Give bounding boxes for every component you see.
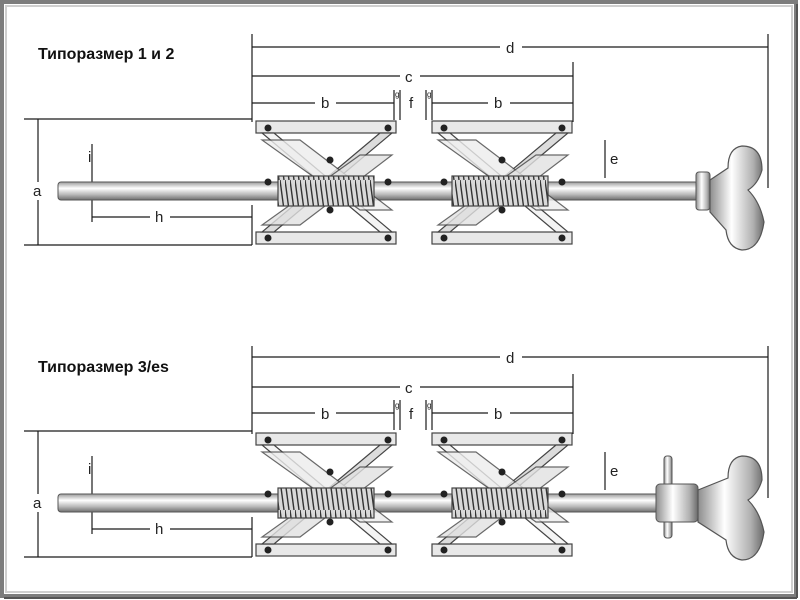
screw-nut-2 <box>655 483 699 523</box>
dim-label-e: e <box>610 463 618 480</box>
dim-label-f: f <box>409 406 414 423</box>
handle-collar-1 <box>695 171 711 211</box>
pipe-rod-1 <box>57 181 699 201</box>
dim-label-a: a <box>33 183 42 200</box>
dim-label-g-right: g <box>427 90 431 99</box>
dim-label-b-right: b <box>494 95 502 112</box>
right-clamp-2 <box>431 432 573 557</box>
left-clamp-1 <box>255 120 397 245</box>
dim-label-g-left: g <box>395 90 399 99</box>
dim-label-i: i <box>88 461 91 478</box>
dim-label-d: d <box>506 350 514 367</box>
star-knob-1 <box>709 145 765 251</box>
dim-label-e: e <box>610 151 618 168</box>
dim-label-h: h <box>155 521 163 538</box>
dimension-lines-1 <box>24 34 769 246</box>
dim-label-g-right: g <box>427 401 431 410</box>
dim-label-a: a <box>33 495 42 512</box>
dim-label-i: i <box>88 149 91 166</box>
diagram-2: d c b b f g g a i h e <box>24 346 769 561</box>
dim-label-c: c <box>405 380 413 397</box>
dim-label-b-right: b <box>494 406 502 423</box>
dim-label-b-left: b <box>321 95 329 112</box>
pivot-pins-2 <box>264 436 566 554</box>
dim-label-g-left: g <box>395 401 399 410</box>
dimension-lines-2 <box>24 346 769 558</box>
inner-frame <box>5 5 793 593</box>
dim-label-h: h <box>155 209 163 226</box>
dim-label-c: c <box>405 69 413 86</box>
star-knob-2 <box>697 455 765 561</box>
diagram-title-1: Типоразмер 1 и 2 <box>38 46 175 63</box>
dim-label-f: f <box>409 95 414 112</box>
diagram-1: d c b b f g g a i h e <box>24 34 769 251</box>
dim-label-d: d <box>506 40 514 57</box>
pivot-pins-1 <box>264 124 566 242</box>
left-clamp-2 <box>255 432 397 557</box>
dim-label-b-left: b <box>321 406 329 423</box>
pipe-rod-2 <box>57 493 699 513</box>
right-clamp-1 <box>431 120 573 245</box>
diagram-title-2: Типоразмер 3/es <box>38 359 169 376</box>
